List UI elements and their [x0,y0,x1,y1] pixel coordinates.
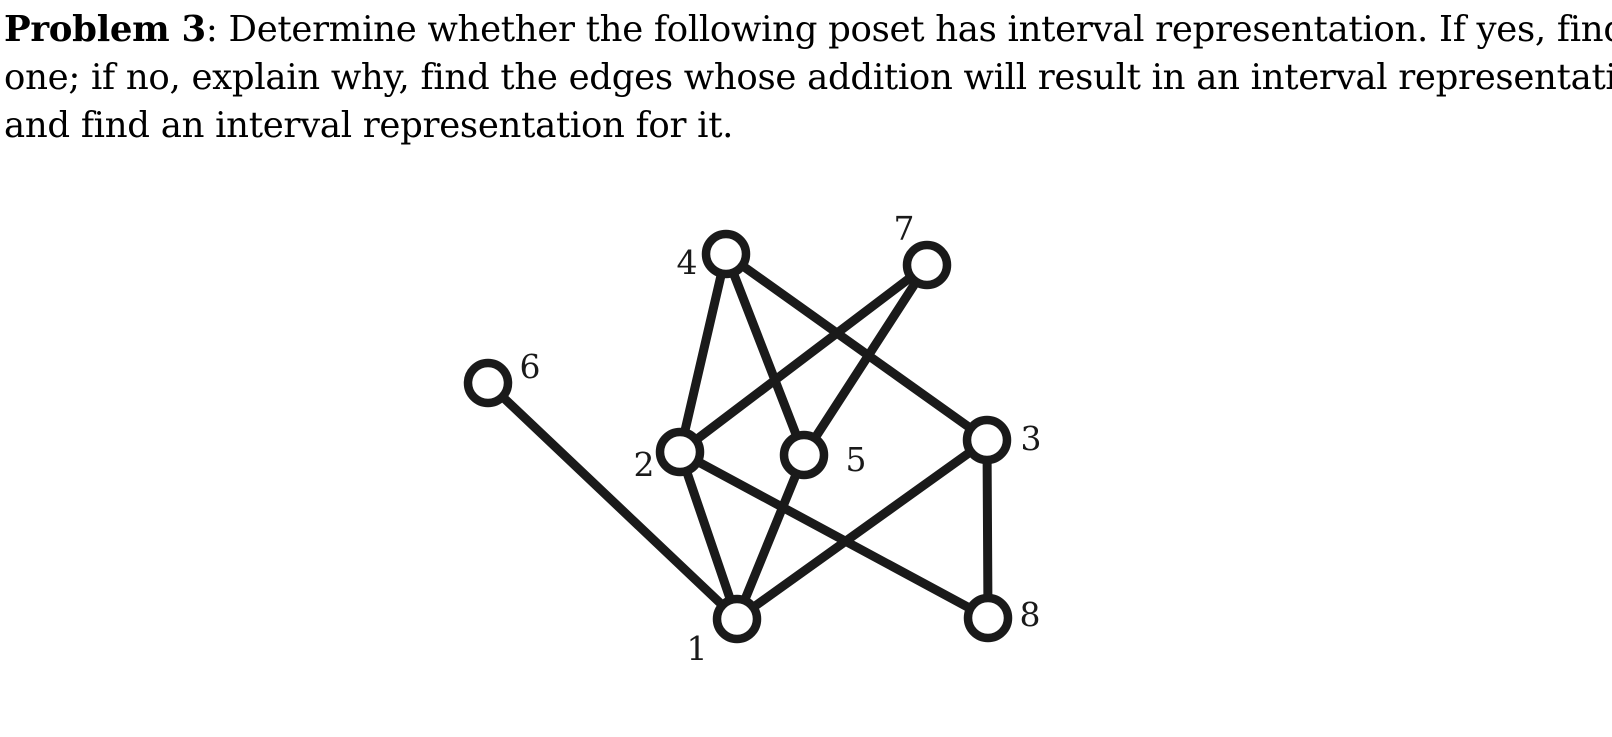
edge-3-1 [732,435,992,624]
node-labels-layer: 1 2 3 4 5 6 7 8 [520,209,1042,668]
edge-2-8 [675,447,993,623]
node-label-6: 6 [520,347,541,386]
edge-7-5 [799,260,932,460]
node-1 [712,594,762,644]
edges-layer [483,249,993,624]
edge-4-5 [721,249,809,460]
node-2 [655,427,705,477]
node-label-4: 4 [677,243,698,282]
edge-7-2 [675,260,932,457]
problem-line-1: Problem 3: Determine whether the followi… [4,6,1612,54]
node-label-2: 2 [634,445,655,484]
problem-heading: Problem 3 [4,9,206,50]
problem-line-1-text: : Determine whether the following poset … [205,9,1612,50]
node-label-1: 1 [687,629,708,668]
problem-line-2: one; if no, explain why, find the edges … [4,57,1612,98]
node-5 [779,430,829,480]
node-7 [902,240,952,290]
edge-2-1 [675,447,742,624]
edge-4-2 [675,249,731,457]
edge-3-8 [982,435,993,623]
edge-5-1 [732,450,809,624]
node-8 [963,593,1013,643]
node-label-5: 5 [846,440,867,479]
node-4 [701,229,751,279]
node-label-7: 7 [894,209,915,248]
edge-6-1 [483,378,742,624]
node-6 [463,358,513,408]
node-label-8: 8 [1020,595,1041,634]
problem-statement: Problem 3: Determine whether the followi… [4,6,1612,150]
node-label-3: 3 [1021,419,1042,458]
edge-4-3 [721,249,992,445]
nodes-layer [463,229,1013,644]
node-3 [962,415,1012,465]
problem-line-3: and find an interval representation for … [4,105,734,146]
